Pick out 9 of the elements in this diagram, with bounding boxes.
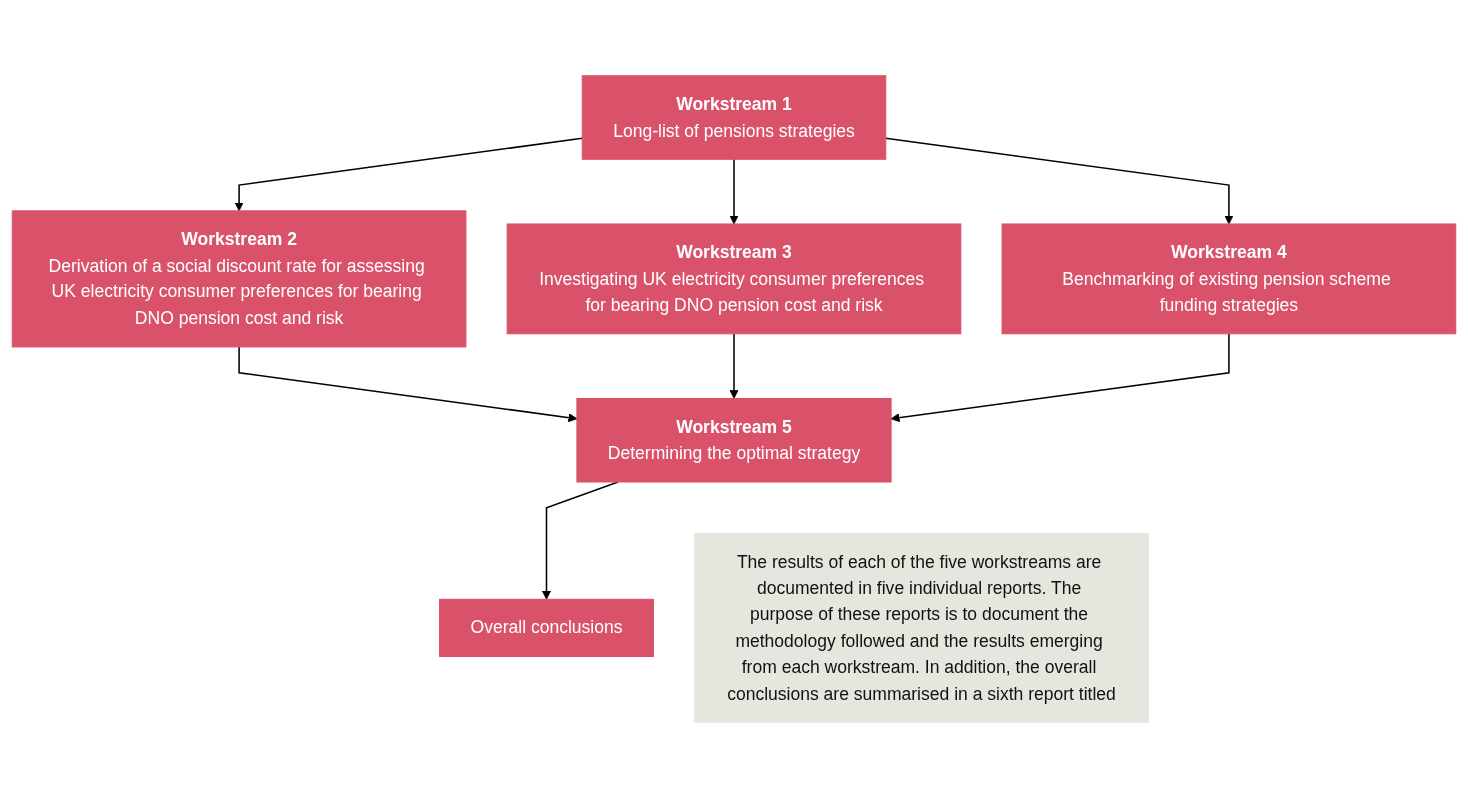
node-box: Workstream 1 Long-list of pensions strategies [581, 75, 887, 160]
node-box: Workstream 3 Investigating UK electricity consumer preferences for bearing DNO pension cost and risk [506, 223, 962, 335]
node-box: Workstream 5 Determining the optimal strategy [576, 397, 892, 483]
node-box: Overall conclusions [439, 598, 654, 658]
node-box: Workstream 2 Derivation of a social discount rate for assessing UK electricity consumer preferences for bearing DNO pension cost and risk [11, 210, 467, 348]
arrow [729, 333, 739, 399]
node-box: The results of each of the five workstreams are documented in five individual reports. The purpose of these reports is to document the methodology followed and the results emerging from each workstream. In addition, the overall conclusions are summarised in a sixth report titled [694, 533, 1149, 723]
arrow [729, 158, 739, 225]
node-box: Workstream 4 Benchmarking of existing pension scheme funding strategies [1001, 223, 1457, 335]
